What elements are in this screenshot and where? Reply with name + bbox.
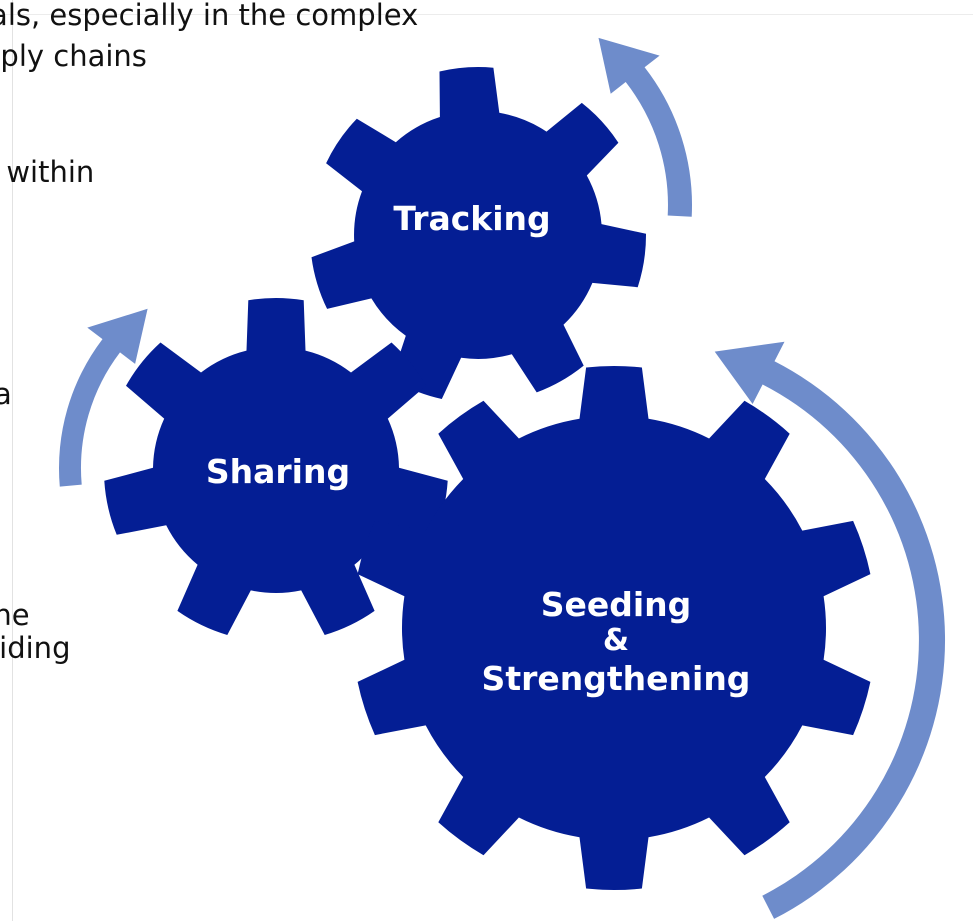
tracking-label: Tracking [393, 199, 550, 238]
curved-arrow-icon [598, 37, 693, 217]
page-top-line [0, 14, 973, 15]
tracking-gear-icon [311, 67, 647, 399]
seeding-gear-icon [357, 366, 871, 890]
sharing-gear-icon [104, 297, 448, 635]
seeding-label-line-1: Seeding [541, 585, 692, 624]
background-text-line: viding [0, 631, 71, 665]
curved-arrow-icon [714, 341, 946, 919]
seeding-label-line-3: Strengthening [482, 659, 751, 698]
background-text-line: pply chains [0, 39, 147, 73]
background-text-line: the [0, 598, 30, 632]
background-text-line: s within [0, 155, 95, 189]
seeding-label-line-2: & [603, 623, 629, 658]
background-text-line: ials, especially in the complex [0, 0, 419, 32]
page-edge-line [12, 0, 13, 921]
background-text-line: a [0, 377, 12, 411]
curved-arrow-icon [58, 308, 148, 487]
sharing-label: Sharing [206, 452, 350, 491]
